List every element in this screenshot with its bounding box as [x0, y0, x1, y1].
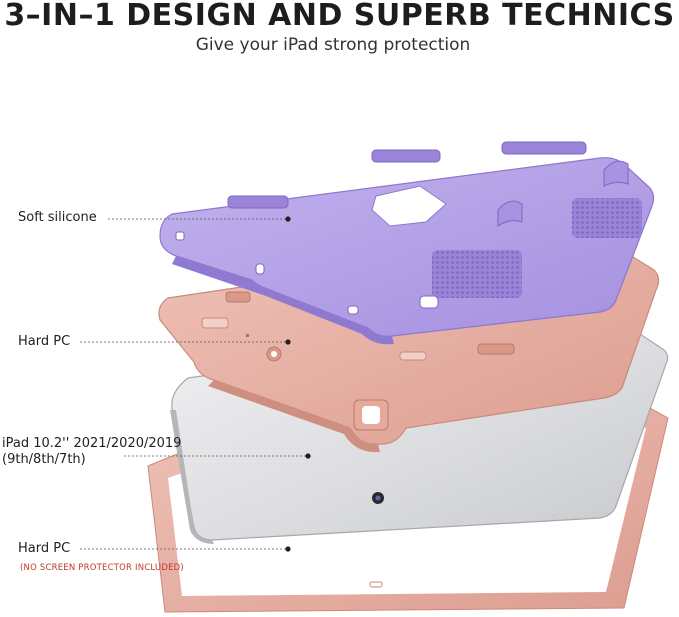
label-soft-silicone: Soft silicone — [18, 210, 97, 225]
callout-dot-ipad — [305, 453, 311, 459]
soft-silicone-layer — [159, 141, 655, 345]
page-title: 3–IN–1 DESIGN AND SUPERB TECHNICS — [4, 0, 675, 33]
callout-dot-bezel — [285, 546, 291, 552]
callout-dot-pc-shell — [285, 339, 291, 345]
callout-lines — [80, 218, 306, 550]
label-hard-pc-bezel: Hard PC — [18, 541, 71, 556]
page-subtitle: Give your iPad strong protection — [195, 35, 471, 55]
label-hard-pc-shell: Hard PC — [18, 334, 71, 349]
label-ipad-model: iPad 10.2'' 2021/2020/2019 — [2, 436, 182, 451]
screen-protector-note: (NO SCREEN PROTECTOR INCLUDED) — [20, 563, 184, 573]
callout-dot-silicone — [285, 216, 291, 222]
label-ipad-generations: (9th/8th/7th) — [2, 452, 86, 467]
callout-dots — [285, 216, 311, 552]
